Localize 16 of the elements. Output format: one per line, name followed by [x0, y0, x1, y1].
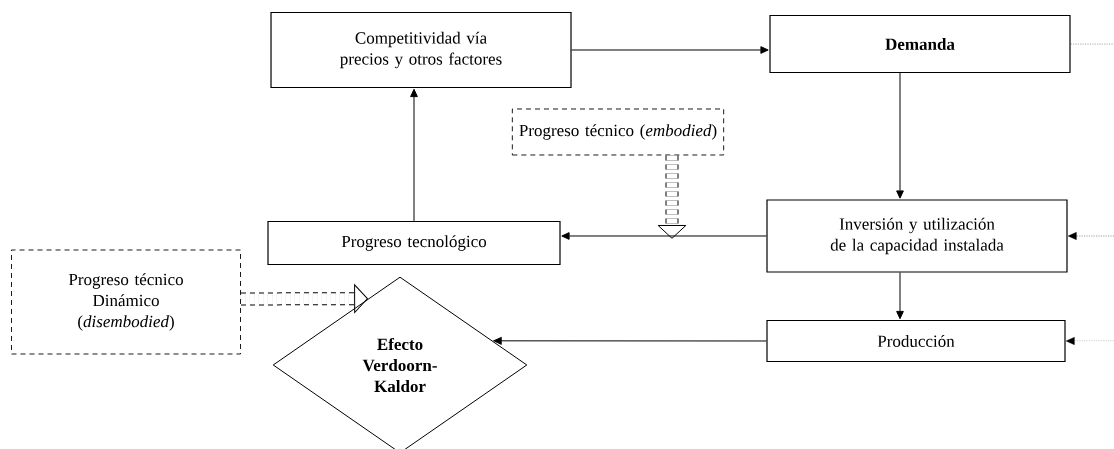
arrow	[896, 72, 904, 199]
dashed-box: Progreso técnico Dinámico (disembodied)	[11, 249, 241, 355]
process-box: Demanda	[769, 14, 1071, 74]
process-box: Producción	[766, 319, 1066, 363]
process-box: Inversión y utilización de la capacidad instalada	[766, 199, 1068, 273]
arrow	[896, 272, 904, 320]
arrow	[561, 232, 767, 240]
dashed-box: Progreso técnico (embodied)	[511, 108, 725, 156]
process-box: Progreso tecnológico	[267, 220, 561, 266]
block-arrow	[657, 155, 687, 239]
arrow	[1067, 232, 1114, 240]
arrow	[410, 88, 418, 222]
process-box: Competitividad vía precios y otros factores	[270, 11, 572, 89]
arrow	[571, 46, 769, 54]
arrow	[493, 337, 767, 345]
block-arrow	[240, 284, 368, 313]
